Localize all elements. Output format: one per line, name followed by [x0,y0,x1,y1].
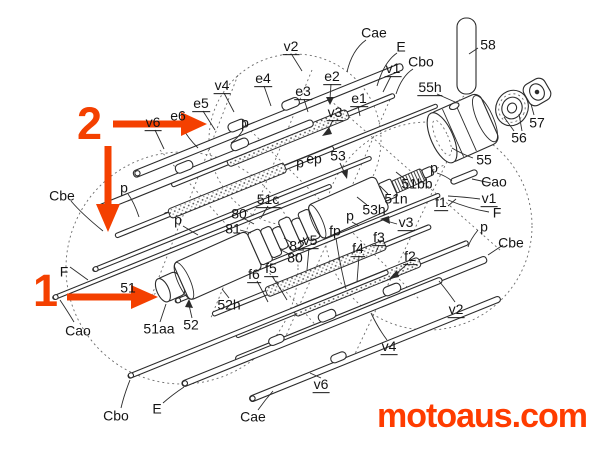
part-label-p: p [430,159,438,176]
part-label-p: p [346,207,354,224]
part-label-f4: f4 [351,240,365,257]
rail-spring-e [171,93,396,188]
part-label-53: 53 [330,147,346,164]
callout-1-arrow [131,285,158,309]
part-label-v4: v4 [380,338,398,355]
part-label-e: E [152,400,162,417]
rail-top-fork [132,63,404,178]
part-label-56: 56 [511,129,527,146]
part-label-80: 80 [231,205,247,222]
part-label-cae: Cae [361,24,387,41]
rail-f3-spring [211,224,432,317]
rail-left-spring [114,145,335,239]
part-label-v6: v6 [312,376,330,393]
part-label-cbo: Cbo [408,53,434,70]
part-label-p: p [296,154,304,171]
part-label-v3: v3 [397,214,415,231]
part-label-e4: e4 [254,70,272,87]
rail-left-thin-1 [92,156,372,273]
part-label-ep: ep [306,150,322,167]
rail-tip-cao-right [450,169,478,185]
part-label-57: 57 [529,114,545,131]
part-label-fp: fp [329,222,341,239]
part-label-v6: v6 [144,114,162,131]
cam-drum-55 [426,93,499,164]
part-label-v1: v1 [480,190,498,207]
part-label-cao: Cao [65,322,91,339]
part-label-f6: f6 [247,266,261,283]
part-label-v1: v1 [384,60,402,77]
part-label-80: 80 [287,249,303,266]
part-label-cbe: Cbe [49,187,75,204]
part-label-f: F [492,204,502,221]
part-label-81: 81 [225,220,241,237]
part-label-e5: e5 [192,95,210,112]
part-label-51n: 51n [384,190,408,207]
part-label-p: p [120,179,128,196]
part-label-58: 58 [480,36,496,53]
main-shaft-assembly [153,163,447,303]
part-label-e3: e3 [294,83,312,100]
part-label-p: p [241,114,249,131]
leader-lines [59,39,535,411]
nut-57 [522,77,552,107]
callout-2-arrow-right [181,112,207,136]
rail-left-thin-2 [52,184,332,301]
rail-bottom-2 [181,277,443,387]
part-label-51: 51 [120,279,136,296]
part-label-e6: e6 [170,107,186,124]
watermark: motoaus.com [377,397,588,435]
part-label-cao: Cao [481,173,507,190]
part-label-51c: 51c [255,191,281,208]
callout-1-label: 1 [33,265,59,316]
part-label-cae: Cae [240,408,266,425]
part-label-82: 82 [289,237,305,254]
part-label-p: p [480,218,488,235]
part-label-f5: f5 [264,260,278,277]
part-label-f3: f3 [372,229,386,246]
callout-2-label: 2 [77,98,103,149]
part-label-52h: 52h [217,296,241,313]
part-label-e: E [396,38,406,55]
part-label-v5: v5 [301,232,319,249]
callout-arrows [67,112,207,309]
part-label-cbo: Cbo [103,407,129,424]
part-label-52: 52 [183,316,199,333]
rail-bottom-3 [249,296,501,402]
pin-58 [455,17,477,104]
part-label-p: p [174,211,182,228]
part-label-51aa: 51aa [143,320,175,337]
rail-bottom-1 [127,269,389,379]
part-label-51bb: 51bb [401,175,433,192]
part-label-53h: 53h [362,201,386,218]
part-label-v2: v2 [282,38,300,55]
part-label-e2: e2 [323,68,341,85]
part-label-v3: v3 [326,104,344,121]
part-label-cbe: Cbe [498,234,524,251]
part-label-v4: v4 [213,77,231,94]
part-label-55h: 55h [417,79,443,96]
callout-2-arrow-down [96,204,120,232]
part-label-f: F [59,263,69,280]
part-label-55: 55 [476,151,492,168]
part-label-f2: f2 [403,248,417,265]
part-label-f1: f1 [434,194,448,211]
part-label-v2: v2 [447,301,465,318]
part-label-e1: e1 [350,90,368,107]
bearing-56 [495,89,529,127]
